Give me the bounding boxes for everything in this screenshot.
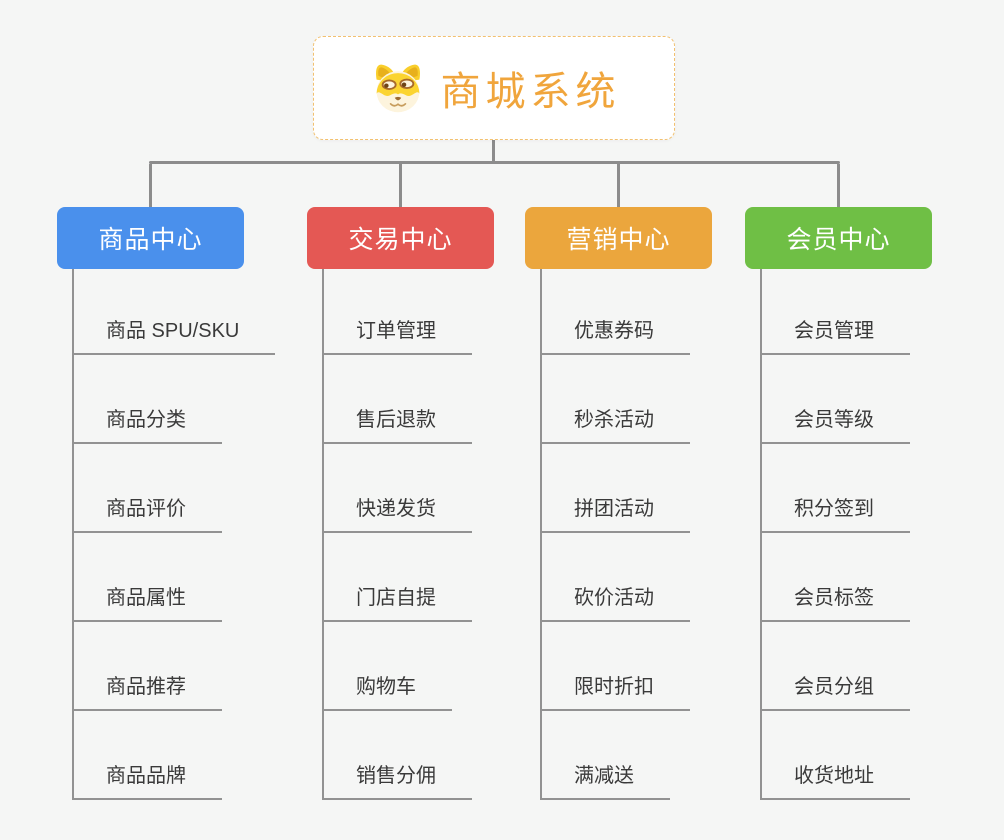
node-order-management[interactable]: 订单管理 bbox=[323, 317, 472, 355]
node-coupon-code[interactable]: 优惠券码 bbox=[541, 317, 690, 355]
connector-root-drop bbox=[492, 140, 495, 162]
branch-trunk-line bbox=[322, 269, 324, 800]
branch-header-member-center[interactable]: 会员中心 bbox=[745, 207, 932, 269]
node-group-buy[interactable]: 拼团活动 bbox=[541, 495, 690, 533]
branch-header-trade-center[interactable]: 交易中心 bbox=[307, 207, 494, 269]
branch-header-product-center[interactable]: 商品中心 bbox=[57, 207, 244, 269]
node-store-pickup[interactable]: 门店自提 bbox=[323, 584, 472, 622]
node-points-checkin[interactable]: 积分签到 bbox=[761, 495, 910, 533]
branch-header-marketing-center[interactable]: 营销中心 bbox=[525, 207, 712, 269]
node-express-shipping[interactable]: 快递发货 bbox=[323, 495, 472, 533]
root-title: 商城系统 bbox=[440, 70, 621, 114]
branch-product-center: 商品中心 商品 SPU/SKU 商品分类 商品评价 商品属性 商品推荐 商品品牌 bbox=[57, 207, 317, 800]
node-product-spu-sku[interactable]: 商品 SPU/SKU bbox=[73, 317, 276, 355]
branch-member-center: 会员中心 会员管理 会员等级 积分签到 会员标签 会员分组 收货地址 bbox=[745, 207, 1004, 800]
node-product-attribute[interactable]: 商品属性 bbox=[73, 584, 222, 622]
branch-trunk-line bbox=[72, 269, 74, 800]
node-product-review[interactable]: 商品评价 bbox=[73, 495, 222, 533]
node-shipping-address[interactable]: 收货地址 bbox=[761, 762, 910, 800]
branch-marketing-center: 营销中心 优惠券码 秒杀活动 拼团活动 砍价活动 限时折扣 满减送 bbox=[525, 207, 785, 800]
node-aftersale-refund[interactable]: 售后退款 bbox=[323, 406, 472, 444]
node-product-recommend[interactable]: 商品推荐 bbox=[73, 673, 222, 711]
doge-face-icon bbox=[375, 64, 420, 113]
node-shopping-cart[interactable]: 购物车 bbox=[323, 673, 452, 711]
branch-trade-center: 交易中心 订单管理 售后退款 快递发货 门店自提 购物车 销售分佣 bbox=[307, 207, 567, 800]
connector-stub-product bbox=[149, 164, 152, 207]
node-limited-time-discount[interactable]: 限时折扣 bbox=[541, 673, 690, 711]
node-member-group[interactable]: 会员分组 bbox=[761, 673, 910, 711]
connector-stub-trade bbox=[399, 164, 402, 207]
node-flash-sale[interactable]: 秒杀活动 bbox=[541, 406, 690, 444]
root-node[interactable]: 商城系统 bbox=[313, 36, 675, 140]
connector-stub-marketing bbox=[617, 164, 620, 207]
node-member-level[interactable]: 会员等级 bbox=[761, 406, 910, 444]
branch-trunk-line bbox=[540, 269, 542, 800]
branch-trunk-line bbox=[760, 269, 762, 800]
connector-stub-member bbox=[837, 164, 840, 207]
node-sales-commission[interactable]: 销售分佣 bbox=[323, 762, 472, 800]
node-member-management[interactable]: 会员管理 bbox=[761, 317, 910, 355]
node-spend-save[interactable]: 满减送 bbox=[541, 762, 670, 800]
node-member-tag[interactable]: 会员标签 bbox=[761, 584, 910, 622]
connector-horizontal-bar bbox=[149, 161, 840, 164]
node-bargain-activity[interactable]: 砍价活动 bbox=[541, 584, 690, 622]
node-product-brand[interactable]: 商品品牌 bbox=[73, 762, 222, 800]
node-product-category[interactable]: 商品分类 bbox=[73, 406, 222, 444]
